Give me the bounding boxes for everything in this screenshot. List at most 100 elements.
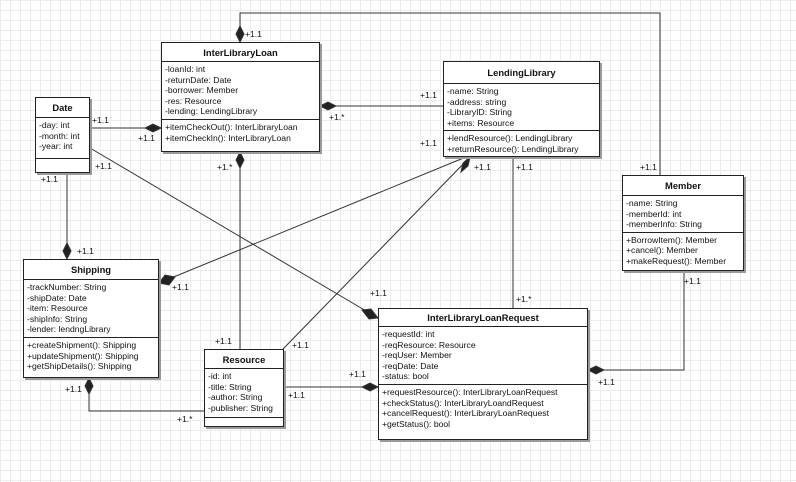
multiplicity-label: +1.1 (138, 133, 155, 143)
composition-diamond (143, 123, 163, 133)
multiplicity-label: +1.1 (684, 276, 701, 286)
multiplicity-label: +1.1 (92, 115, 109, 125)
method: +makeRequest(): Member (626, 255, 727, 266)
attribute: -day: int (39, 120, 70, 130)
attribute: -name: String (626, 198, 678, 208)
attribute: -shipDate: Date (27, 292, 87, 303)
method: +getStatus(): bool (382, 418, 451, 429)
attribute: -requestId: int (382, 329, 435, 339)
method: +returnResource(): LendingLibrary (447, 143, 579, 154)
attribute: -lender: lendngLibrary (27, 324, 111, 335)
multiplicity-label: +1.1 (474, 162, 491, 172)
multiplicity-label: +1.1 (41, 174, 58, 184)
method: +createShipment(): Shipping (27, 339, 137, 350)
attributes-compartment: -name: String -memberId: int -memberInfo… (623, 196, 743, 232)
attribute: -borrower: Member (165, 85, 239, 96)
class-inter-library-loan[interactable]: InterLibraryLoan -loanId: int -returnDat… (161, 42, 320, 152)
attribute: -reqDate: Date (382, 360, 439, 371)
attribute: -shipInfo: String (27, 313, 88, 324)
composition-diamond (586, 365, 606, 375)
class-name: InterLibraryLoanRequest (379, 309, 587, 327)
attribute: -res: Resource (165, 95, 222, 106)
method: +checkStatus(): InterLibraryLoandRequest (382, 397, 544, 408)
multiplicity-label: +1.1 (420, 138, 437, 148)
attribute: -loanId: int (165, 64, 206, 74)
attribute: -author: String (208, 392, 263, 403)
multiplicity-label: +1.1 (288, 390, 305, 400)
class-shipping[interactable]: Shipping -trackNumber: String -shipDate:… (23, 259, 159, 378)
method: +updateShipment(): Shipping (27, 350, 139, 361)
assoc-lending-resource (282, 156, 471, 350)
multiplicity-label: +1.1 (65, 384, 82, 394)
attribute: -id: int (208, 371, 232, 381)
class-name: Resource (205, 350, 283, 369)
composition-diamond (460, 155, 471, 174)
multiplicity-label: +1.1 (598, 377, 615, 387)
attribute: -reqUser: Member (382, 350, 452, 361)
methods-compartment (36, 158, 89, 172)
attribute: -LibraryID: String (447, 107, 512, 118)
class-member[interactable]: Member -name: String -memberId: int -mem… (622, 175, 744, 271)
attribute: +items: Resource (447, 117, 515, 128)
method: +cancel(): Member (626, 245, 698, 256)
attribute: -returnDate: Date (165, 74, 232, 85)
attribute: -publisher: String (208, 402, 273, 413)
class-date[interactable]: Date -day: int -month: int -year: int (35, 97, 90, 173)
attribute: -memberInfo: String (626, 219, 702, 230)
multiplicity-label: +1.1 (77, 246, 94, 256)
methods-compartment: +itemCheckOut(): InterLibraryLoan +itemC… (162, 118, 319, 145)
composition-diamond (84, 376, 94, 396)
attributes-compartment: -requestId: int -reqResource: Resource -… (379, 327, 587, 384)
method: +getShipDetails(): Shipping (27, 361, 132, 372)
attributes-compartment: -name: String -address: string -LibraryI… (444, 84, 599, 130)
multiplicity-label: +1.1 (95, 161, 112, 171)
multiplicity-label: +1.1 (640, 162, 657, 172)
assoc-member-request (588, 271, 685, 371)
attribute: -item: Resource (27, 303, 88, 314)
attribute: -reqResource: Resource (382, 339, 476, 350)
attribute: -memberId: int (626, 208, 682, 219)
methods-compartment: +createShipment(): Shipping +updateShipm… (24, 336, 158, 374)
composition-diamond (235, 150, 245, 170)
class-lending-library[interactable]: LendingLibrary -name: String -address: s… (443, 61, 600, 157)
attribute: -year: int (39, 141, 73, 152)
composition-diamond (62, 241, 72, 261)
class-name: LendingLibrary (444, 62, 599, 84)
multiplicity-label: +1.1 (349, 369, 366, 379)
assoc-lending-shipping (158, 156, 467, 284)
methods-compartment: +lendResource(): LendingLibrary +returnR… (444, 130, 599, 156)
multiplicity-label: +1.1 (172, 282, 189, 292)
attributes-compartment: -day: int -month: int -year: int (36, 118, 89, 158)
multiplicity-label: +1.1 (516, 162, 533, 172)
multiplicity-label: +1.* (516, 294, 532, 304)
multiplicity-label: +1.1 (420, 90, 437, 100)
methods-compartment: +requestResource(): InterLibraryLoanRequ… (379, 383, 587, 431)
method: +lendResource(): LendingLibrary (447, 133, 573, 144)
method: +requestResource(): InterLibraryLoanRequ… (382, 386, 558, 397)
attribute: -title: String (208, 381, 252, 392)
method: +itemCheckOut(): InterLibraryLoan (165, 121, 298, 132)
method: +BorrowItem(): Member (626, 234, 717, 245)
composition-diamond (360, 382, 380, 392)
attribute: -trackNumber: String (27, 282, 107, 292)
multiplicity-label: +1.* (177, 414, 193, 424)
multiplicity-label: +1.* (329, 112, 345, 122)
assoc-date-request (89, 147, 379, 319)
class-name: Member (623, 176, 743, 196)
multiplicity-label: +1.1 (292, 340, 309, 350)
class-name: Shipping (24, 260, 158, 280)
attribute: -status: bool (382, 371, 429, 382)
method: +cancelRequest(): InterLibraryLoanReques… (382, 408, 549, 419)
attributes-compartment: -loanId: int -returnDate: Date -borrower… (162, 62, 319, 119)
assoc-shipping-resource (88, 378, 204, 412)
composition-diamond (361, 308, 379, 320)
class-resource[interactable]: Resource -id: int -title: String -author… (204, 349, 284, 427)
class-inter-library-loan-request[interactable]: InterLibraryLoanRequest -requestId: int … (378, 308, 588, 440)
composition-diamond (158, 274, 176, 286)
attribute: -lending: LendingLibrary (165, 106, 258, 117)
attribute: -name: String (447, 86, 499, 96)
method: +itemCheckIn(): InterLibraryLoan (165, 132, 291, 143)
multiplicity-label: +1.1 (245, 29, 262, 39)
multiplicity-label: +1.1 (215, 336, 232, 346)
